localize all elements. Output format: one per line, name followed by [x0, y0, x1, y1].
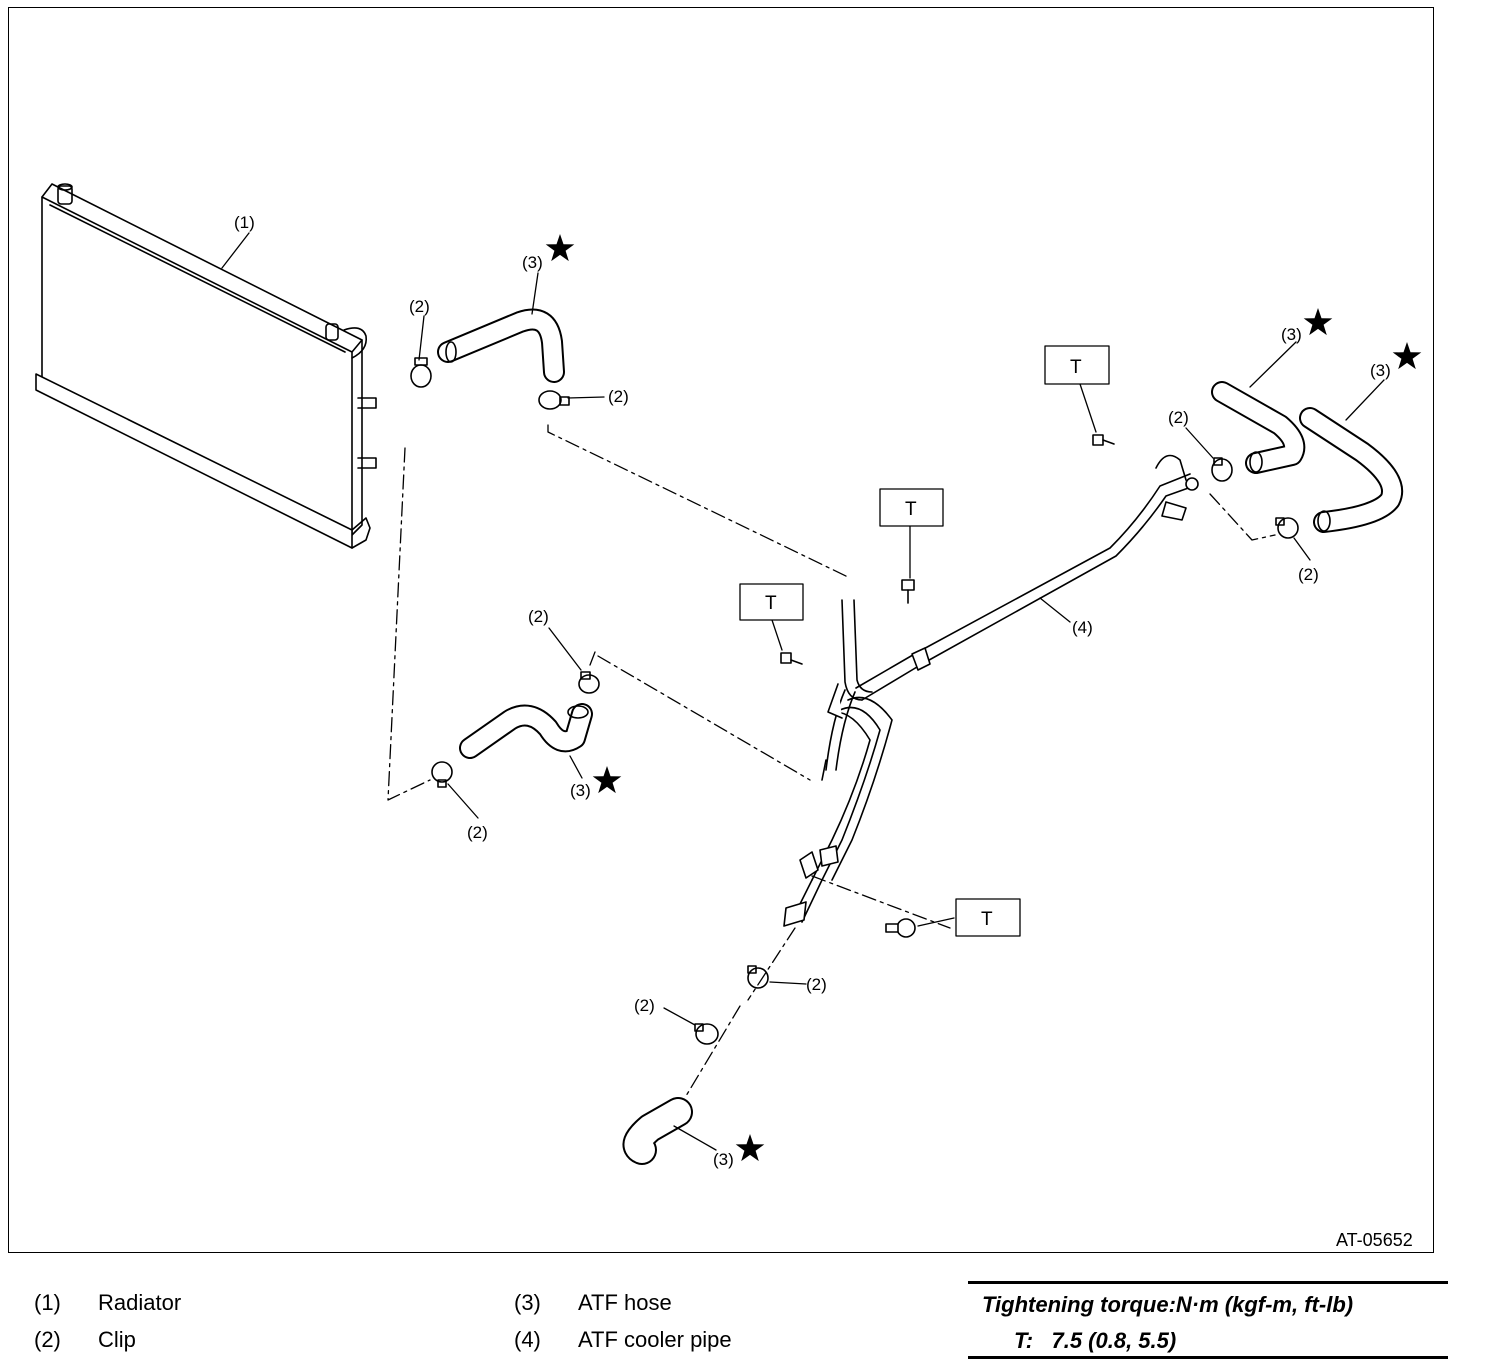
callout-3: (3) [713, 1150, 734, 1169]
torque-label: T [981, 909, 993, 930]
exploded-diagram: (1) (3) (2) (2) (3) (3) (2) (2) (4) (2) … [35, 183, 1422, 1250]
torque-label: T [1070, 357, 1082, 378]
assembly-lines [387, 424, 1276, 1097]
star-markers [545, 234, 1422, 1162]
torque-spec-box: Tightening torque:N·m (kgf-m, ft-lb) T: … [968, 1281, 1448, 1359]
atf-hose-right-upper [1211, 381, 1306, 474]
callout-2: (2) [467, 823, 488, 842]
callout-4: (4) [1072, 618, 1093, 637]
legend-num-1: (1) [34, 1290, 61, 1315]
callout-2: (2) [528, 607, 549, 626]
clips [410, 357, 1299, 1045]
callout-3: (3) [570, 781, 591, 800]
atf-hose-middle [459, 703, 593, 759]
atf-hose-top [437, 308, 565, 383]
radiator [35, 183, 377, 549]
atf-hose-right-lower [1299, 407, 1404, 533]
atf-hose-bottom [622, 1097, 693, 1165]
legend-num-4: (4) [514, 1327, 541, 1352]
figure-id: AT-05652 [1336, 1230, 1413, 1250]
atf-cooler-pipe [783, 454, 1199, 927]
callout-2: (2) [1298, 565, 1319, 584]
callout-2: (2) [608, 387, 629, 406]
callout-3: (3) [522, 253, 543, 272]
star-icon [1303, 308, 1333, 336]
callout-2: (2) [634, 996, 655, 1015]
bolts [780, 434, 1115, 938]
torque-label: T [905, 499, 917, 520]
legend-text-atf-cooler-pipe: ATF cooler pipe [578, 1327, 732, 1352]
star-icon [592, 766, 622, 794]
callout-2: (2) [409, 297, 430, 316]
legend-num-3: (3) [514, 1290, 541, 1315]
callout-1: (1) [234, 213, 255, 232]
star-icon [1392, 342, 1422, 370]
torque-value: T: 7.5 (0.8, 5.5) [1014, 1328, 1177, 1353]
leader-lines [221, 232, 1385, 1151]
torque-label: T [765, 593, 777, 614]
legend-num-2: (2) [34, 1327, 61, 1352]
diagram-frame [8, 7, 1434, 1253]
star-icon [545, 234, 575, 262]
callout-3: (3) [1281, 325, 1302, 344]
legend-text-clip: Clip [98, 1327, 136, 1352]
torque-boxes [739, 345, 1110, 937]
torque-heading: Tightening torque:N·m (kgf-m, ft-lb) [982, 1292, 1354, 1317]
legend-text-radiator: Radiator [98, 1290, 182, 1315]
callout-3: (3) [1370, 361, 1391, 380]
star-icon [735, 1134, 765, 1162]
callout-labels: (1) (3) (2) (2) (3) (3) (2) (2) (4) (2) … [234, 213, 1413, 1250]
callout-2: (2) [806, 975, 827, 994]
legend-text-atf-hose: ATF hose [578, 1290, 672, 1315]
callout-2: (2) [1168, 408, 1189, 427]
